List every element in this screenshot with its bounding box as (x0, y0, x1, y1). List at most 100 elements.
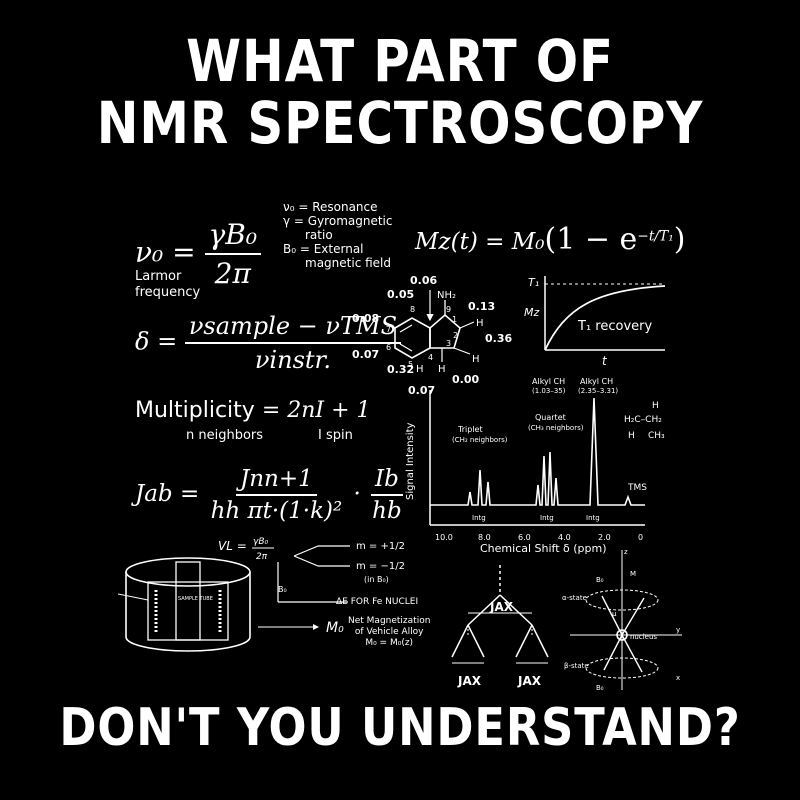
jax-top: JAX (489, 600, 514, 614)
shift-0-05: 0.05 (387, 288, 414, 301)
alpha-state: α-state (562, 594, 587, 602)
nmr-spectrum: Signal Intensity Chemical Shift δ (ppm) … (405, 377, 665, 555)
delta-e: ΔE FOR Fe NUCLEI (336, 597, 418, 607)
tick-0: 0 (638, 533, 643, 542)
benzene-ring (394, 317, 431, 359)
larmor-num: γB₀ (204, 218, 262, 255)
ethyl-h-bottom: H (628, 431, 635, 441)
h-label-4: H (416, 364, 424, 375)
t-label: t (602, 354, 608, 368)
net-magnetization: Net Magnetization of Vehicle Alloy M₀ = … (348, 616, 430, 649)
beta-state: β-state (564, 662, 589, 670)
shift-0-36: 0.36 (485, 332, 512, 345)
spectrum-ylabel: Signal Intensity (405, 422, 416, 500)
m-minus: m = −1/2 (356, 561, 405, 572)
h-label-2: H (472, 354, 480, 365)
relax-close: ) (673, 222, 686, 257)
atom-num-4: 4 (428, 353, 433, 362)
b0-label: B₀ (278, 585, 287, 594)
triplet-label: Triplet (457, 425, 483, 434)
b0-top: B₀ (596, 576, 604, 584)
m0-label: M₀ (326, 620, 344, 636)
integ-1: Intg (472, 514, 486, 522)
multiplicity-sub-n: n neighbors (186, 428, 264, 443)
legend-external: B₀ = External (283, 242, 364, 256)
larmor-fraction: γB₀ 2π (204, 218, 262, 290)
t1-recovery-graph: T₁ Mz T₁ recovery t (524, 276, 666, 368)
shift-0-08: 0.08 (352, 312, 379, 325)
t1-recovery-label: T₁ recovery (577, 319, 652, 334)
larmor-lhs: ν₀ = (135, 235, 196, 269)
shift-0-00: 0.00 (452, 373, 479, 386)
multiplicity-word: Multiplicity (135, 398, 255, 423)
shift-equation: δ = νsample − νTMS νinstr. (135, 312, 402, 374)
jax-left: JAX (457, 674, 482, 688)
headline-line-1: WHAT PART OF (186, 27, 614, 95)
nucleus-dot (616, 629, 628, 641)
ethyl-formula: H₂C–CH₂ (624, 415, 662, 425)
headline-top: WHAT PART OF NMR SPECTROSCOPY (56, 30, 744, 154)
shift-den: νinstr. (254, 346, 331, 374)
coupling-den: hh πt·(1·k)² (210, 498, 343, 524)
coupling-num: Jnn+1 (236, 466, 317, 496)
sample-tube (175, 561, 201, 641)
spin-diagram: α-state β-state nucleus z B₀ M μ y x B₀ (562, 548, 682, 692)
coupling-den2: hb (372, 498, 402, 524)
larmor-label-2: frequency (135, 285, 201, 300)
tms-label: TMS (627, 483, 647, 493)
alkyl1-label: Alkyl CH (532, 377, 565, 386)
relax-exp: −t/T₁ (637, 228, 674, 245)
integ-2: Intg (540, 514, 554, 522)
tick-8: 8.0 (478, 533, 491, 542)
quartet-label: Quartet (535, 413, 566, 422)
legend-ratio: ratio (305, 228, 333, 242)
spectrum-trace (430, 397, 645, 506)
larmor-equation: ν₀ = γB₀ 2π (135, 218, 262, 290)
coupling-equation: Jab = Jnn+1 hh πt·(1·k)² · Ib hb (135, 466, 406, 524)
coupling-fraction-2: Ib hb (368, 466, 406, 524)
vl-label: VL = (218, 539, 247, 553)
coupling-fraction: Jnn+1 hh πt·(1·k)² (207, 466, 347, 524)
multiplicity-equation: Multiplicity = 2nI + 1 (135, 398, 371, 423)
relax-lhs: Mz(t) = M₀ (415, 229, 545, 255)
splitting-tree: JAX JAX JAX (451, 565, 549, 688)
coupling-num2: Ib (371, 466, 403, 496)
atom-num-6: 6 (386, 343, 391, 352)
axis-x: x (676, 674, 680, 682)
legend-field: magnetic field (305, 256, 391, 270)
jax-right: JAX (517, 674, 542, 688)
legend-gyromagnetic: γ = Gyromagnetic (283, 214, 393, 228)
vl-den: 2π (256, 552, 268, 562)
shift-num: νsample − νTMS (184, 312, 402, 344)
integ-3: Intg (586, 514, 600, 522)
coupling-lhs: Jab = (135, 481, 200, 507)
tick-4: 4.0 (558, 533, 571, 542)
atom-num-5: 5 (408, 360, 413, 369)
atom-num-2: 2 (453, 331, 458, 340)
relax-equation: Mz(t) = M₀(1 − e−t/T₁) (415, 222, 686, 257)
spectrum-xlabel: Chemical Shift δ (ppm) (480, 542, 607, 555)
nmr-apparatus: SAMPLE TUBE VL = γB₀ 2π m = +1/2 m = −1/… (118, 537, 418, 652)
net-line-3: M₀ = M₀(z) (365, 638, 414, 648)
m-plus: m = +1/2 (356, 541, 405, 552)
headline-line-2: NMR SPECTROSCOPY (96, 89, 704, 157)
nh2-label: NH₂ (437, 290, 456, 301)
tick-2: 2.0 (598, 533, 611, 542)
atom-num-8: 8 (410, 305, 415, 314)
atom-num-3: 3 (446, 339, 451, 348)
in-b0: (in B₀) (364, 575, 389, 584)
h-label-3: H (438, 364, 446, 375)
shift-lhs: δ = (135, 327, 178, 356)
tick-10: 10.0 (435, 533, 453, 542)
headline-bottom: DON'T YOU UNDERSTAND? (59, 698, 741, 758)
five-ring (429, 313, 461, 349)
tick-6: 6.0 (518, 533, 531, 542)
molecule-diagram: 0.06 0.05 0.13 0.08 0.36 0.07 0.32 0.00 … (352, 274, 512, 395)
m-vector: M (630, 570, 636, 578)
ethyl-h-top: H (652, 401, 659, 411)
quartet-sub: (CH₃ neighbors) (528, 424, 584, 432)
sample-label: SAMPLE TUBE (178, 596, 213, 602)
axis-y: y (676, 626, 680, 634)
shift-0-13: 0.13 (468, 300, 495, 313)
triplet-sub: (CH₂ neighbors) (452, 436, 508, 444)
